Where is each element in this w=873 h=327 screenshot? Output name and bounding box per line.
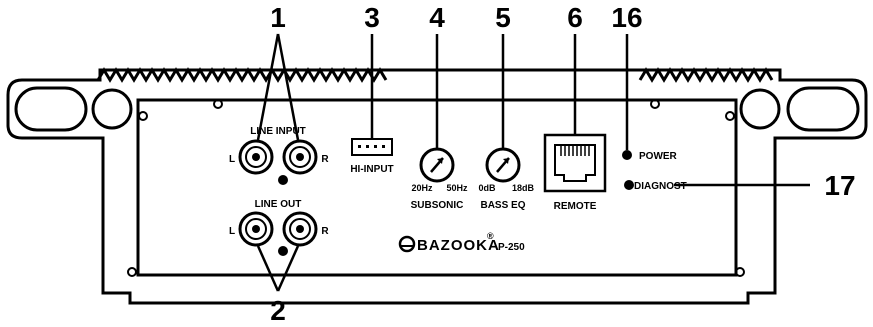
label-diagnost: DIAGNOST bbox=[634, 181, 687, 192]
rca-line-out-left bbox=[238, 211, 274, 247]
bazooka-logo: BAZOOKA ® bbox=[398, 231, 500, 254]
callout-lines bbox=[256, 33, 810, 292]
label-line-out: LINE OUT bbox=[255, 199, 302, 210]
ground-dot-lower bbox=[278, 246, 288, 256]
diagnost-led bbox=[624, 180, 634, 190]
callout-17: 17 bbox=[824, 170, 855, 201]
brand-mark: ® bbox=[487, 231, 494, 241]
rca-line-input-right bbox=[282, 139, 318, 175]
label-subsonic-min: 20Hz bbox=[411, 183, 433, 193]
mount-hole bbox=[735, 267, 745, 277]
label-line-input-right: R bbox=[321, 154, 329, 165]
bass-eq-knob bbox=[485, 147, 521, 183]
label-power: POWER bbox=[639, 151, 678, 162]
line-out-connectors bbox=[238, 211, 318, 247]
callout-3: 3 bbox=[364, 2, 380, 33]
brand-name: BAZOOKA bbox=[417, 237, 500, 254]
rca-line-out-right bbox=[282, 211, 318, 247]
mount-hole bbox=[213, 99, 223, 109]
ground-dot-upper bbox=[278, 175, 288, 185]
callout-16: 16 bbox=[611, 2, 642, 33]
model-number: P-250 bbox=[498, 242, 525, 253]
label-remote: REMOTE bbox=[554, 201, 597, 212]
mount-hole bbox=[725, 111, 735, 121]
label-line-out-left: L bbox=[229, 226, 235, 237]
heatsink-fins-right bbox=[638, 67, 774, 83]
heatsink-outline bbox=[6, 68, 868, 305]
callout-5: 5 bbox=[495, 2, 511, 33]
handle-slot-left bbox=[14, 86, 88, 132]
callout-1: 1 bbox=[270, 2, 286, 33]
label-line-input: LINE INPUT bbox=[250, 126, 306, 137]
label-bass-eq-min: 0dB bbox=[478, 183, 496, 193]
subsonic-knob bbox=[419, 147, 455, 183]
mount-hole bbox=[127, 267, 137, 277]
mount-hole bbox=[138, 111, 148, 121]
mount-hole bbox=[650, 99, 660, 109]
rca-line-input-left bbox=[238, 139, 274, 175]
label-bass-eq: BASS EQ bbox=[480, 200, 525, 211]
callout-2: 2 bbox=[270, 295, 286, 326]
heatsink-fins bbox=[96, 67, 388, 83]
callout-4: 4 bbox=[429, 2, 445, 33]
label-hi-input: HI-INPUT bbox=[350, 164, 393, 175]
handle-slot-right bbox=[786, 86, 860, 132]
label-bass-eq-max: 18dB bbox=[512, 183, 535, 193]
power-led bbox=[622, 150, 632, 160]
callout-6: 6 bbox=[567, 2, 583, 33]
label-line-out-right: R bbox=[321, 226, 329, 237]
hi-input-connector bbox=[351, 138, 393, 156]
handle-hole-right bbox=[739, 88, 781, 130]
label-subsonic: SUBSONIC bbox=[411, 200, 464, 211]
label-line-input-left: L bbox=[229, 154, 235, 165]
remote-jack-pins bbox=[560, 146, 590, 156]
line-input-connectors bbox=[238, 139, 318, 175]
label-subsonic-max: 50Hz bbox=[446, 183, 468, 193]
handle-hole-left bbox=[91, 88, 133, 130]
